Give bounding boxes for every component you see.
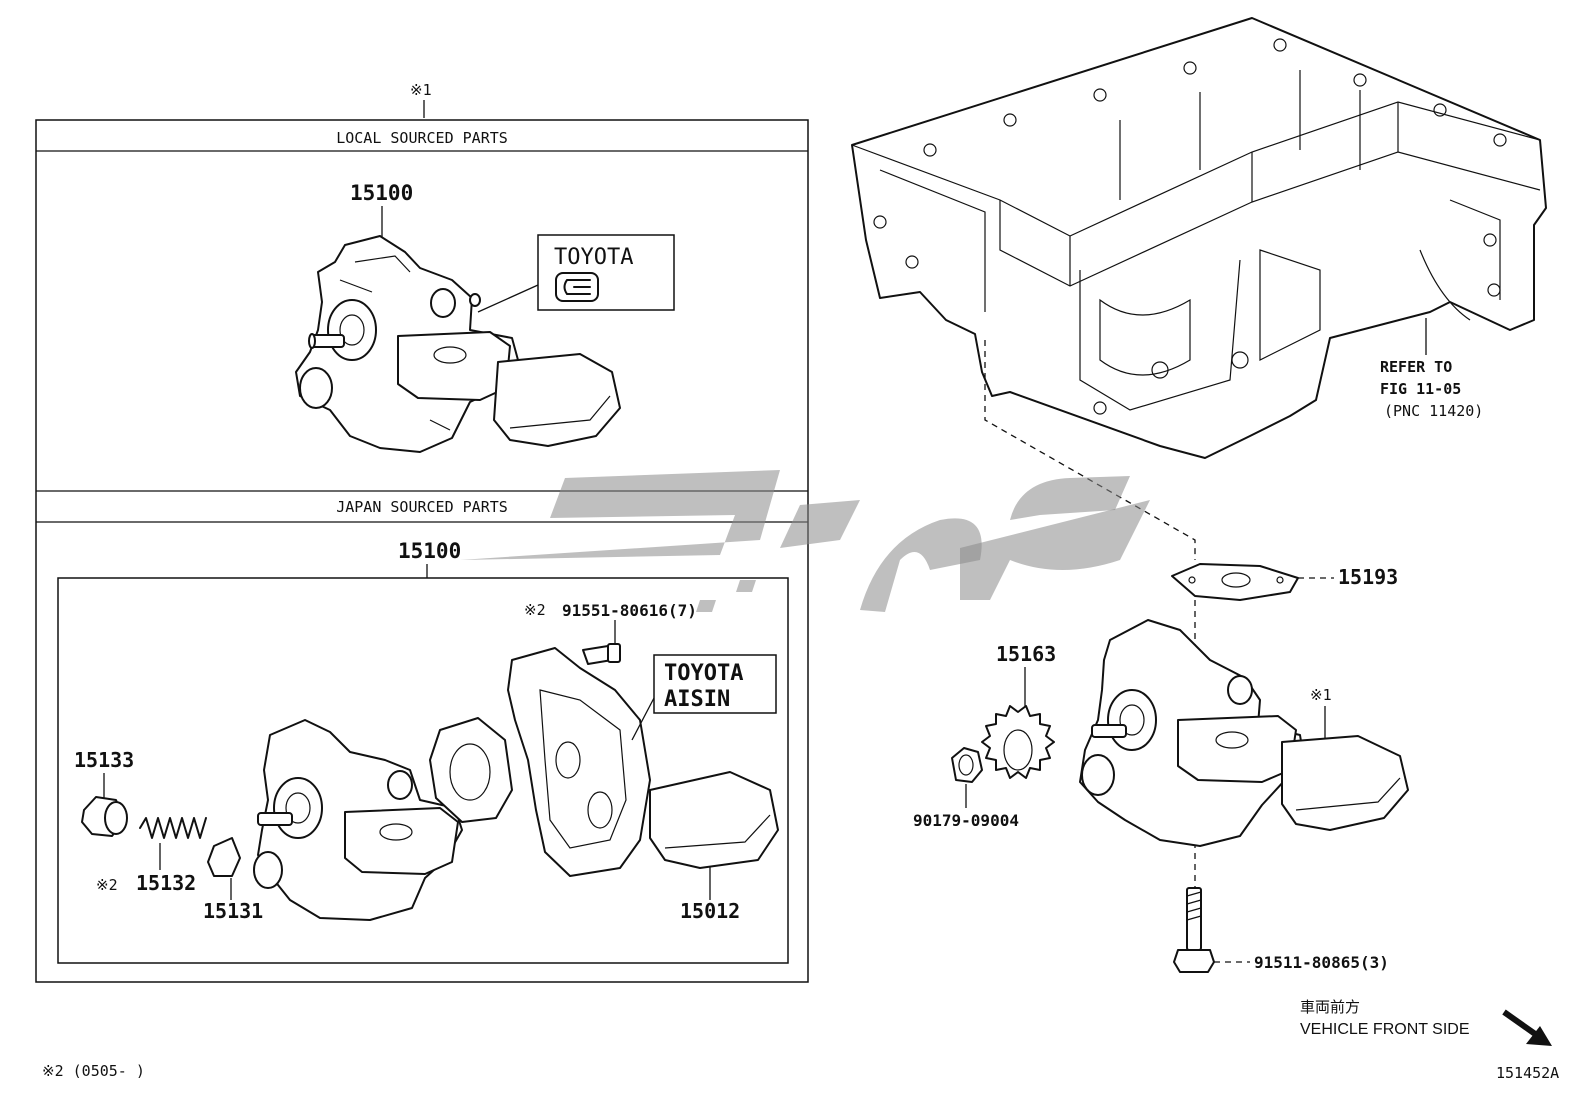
bolt-91511: 91511-80865(3) — [1173, 887, 1389, 973]
refer-line-1: REFER TO — [1380, 358, 1452, 376]
front-arrow-icon — [1502, 1009, 1552, 1046]
part-label-15100-japan: 15100 — [398, 539, 461, 563]
part-label-91511-80865: 91511-80865(3) — [1254, 953, 1389, 972]
mark-1-right: ※1 — [1310, 686, 1332, 704]
brand-aisin-japan: AISIN — [664, 687, 730, 712]
oil-pan-housing — [851, 17, 1547, 459]
vehicle-front-indicator: 車両前方 VEHICLE FRONT SIDE — [1300, 998, 1552, 1046]
local-box-title: LOCAL SOURCED PARTS — [336, 129, 508, 147]
relief-valve-spring: ※2 15132 — [96, 817, 207, 895]
pump-cover — [507, 647, 651, 877]
part-label-90179-09004: 90179-09004 — [913, 811, 1019, 830]
oil-pump-body-japan — [253, 719, 463, 921]
relief-valve-plug: 15133 — [74, 748, 134, 837]
part-label-15193: 15193 — [1338, 565, 1398, 589]
part-label-15163: 15163 — [996, 642, 1056, 666]
toyota-logo-icon — [555, 272, 599, 302]
bolt-91551: ※2 91551-80616(7) — [524, 601, 697, 665]
part-label-15012: 15012 — [680, 899, 740, 923]
relief-valve: 15131 — [203, 837, 263, 923]
figure-id: 151452A — [1496, 1064, 1559, 1082]
oil-pump-right: ※1 — [1079, 619, 1409, 847]
pump-rotor — [429, 717, 513, 823]
brand-box-local: TOYOTA — [477, 234, 675, 313]
brand-box-japan: TOYOTA AISIN — [631, 654, 777, 741]
sprocket-15163: 15163 — [981, 642, 1056, 779]
part-label-15132: 15132 — [136, 871, 196, 895]
front-label-jp: 車両前方 — [1300, 998, 1360, 1016]
front-label-en: VEHICLE FRONT SIDE — [1300, 1021, 1470, 1038]
refer-line-3: (PNC 11420) — [1384, 402, 1483, 420]
mark-15132: ※2 — [96, 876, 118, 894]
part-label-91551-80616: 91551-80616(7) — [562, 601, 697, 620]
watermark-logo — [460, 470, 1150, 612]
refer-note: REFER TO FIG 11-05 (PNC 11420) — [1380, 318, 1483, 420]
local-sourced-box: LOCAL SOURCED PARTS JAPAN SOURCED PARTS — [35, 119, 809, 983]
part-label-15131: 15131 — [203, 899, 263, 923]
oil-pump-local — [295, 235, 621, 453]
bolt-mark: ※2 — [524, 601, 546, 619]
brand-toyota-local: TOYOTA — [554, 245, 633, 270]
part-label-15100-local: 15100 — [350, 181, 413, 205]
brand-toyota-japan: TOYOTA — [664, 661, 743, 686]
gasket-15193: 15193 — [1171, 563, 1398, 601]
header-mark: ※1 — [410, 81, 432, 99]
oil-strainer: 15012 — [649, 771, 779, 923]
japan-box-title: JAPAN SOURCED PARTS — [336, 498, 508, 516]
footnote: ※2 (0505- ) — [42, 1062, 145, 1080]
nut-90179: 90179-09004 — [913, 747, 1019, 830]
part-label-15133: 15133 — [74, 748, 134, 772]
refer-line-2: FIG 11-05 — [1380, 380, 1461, 398]
